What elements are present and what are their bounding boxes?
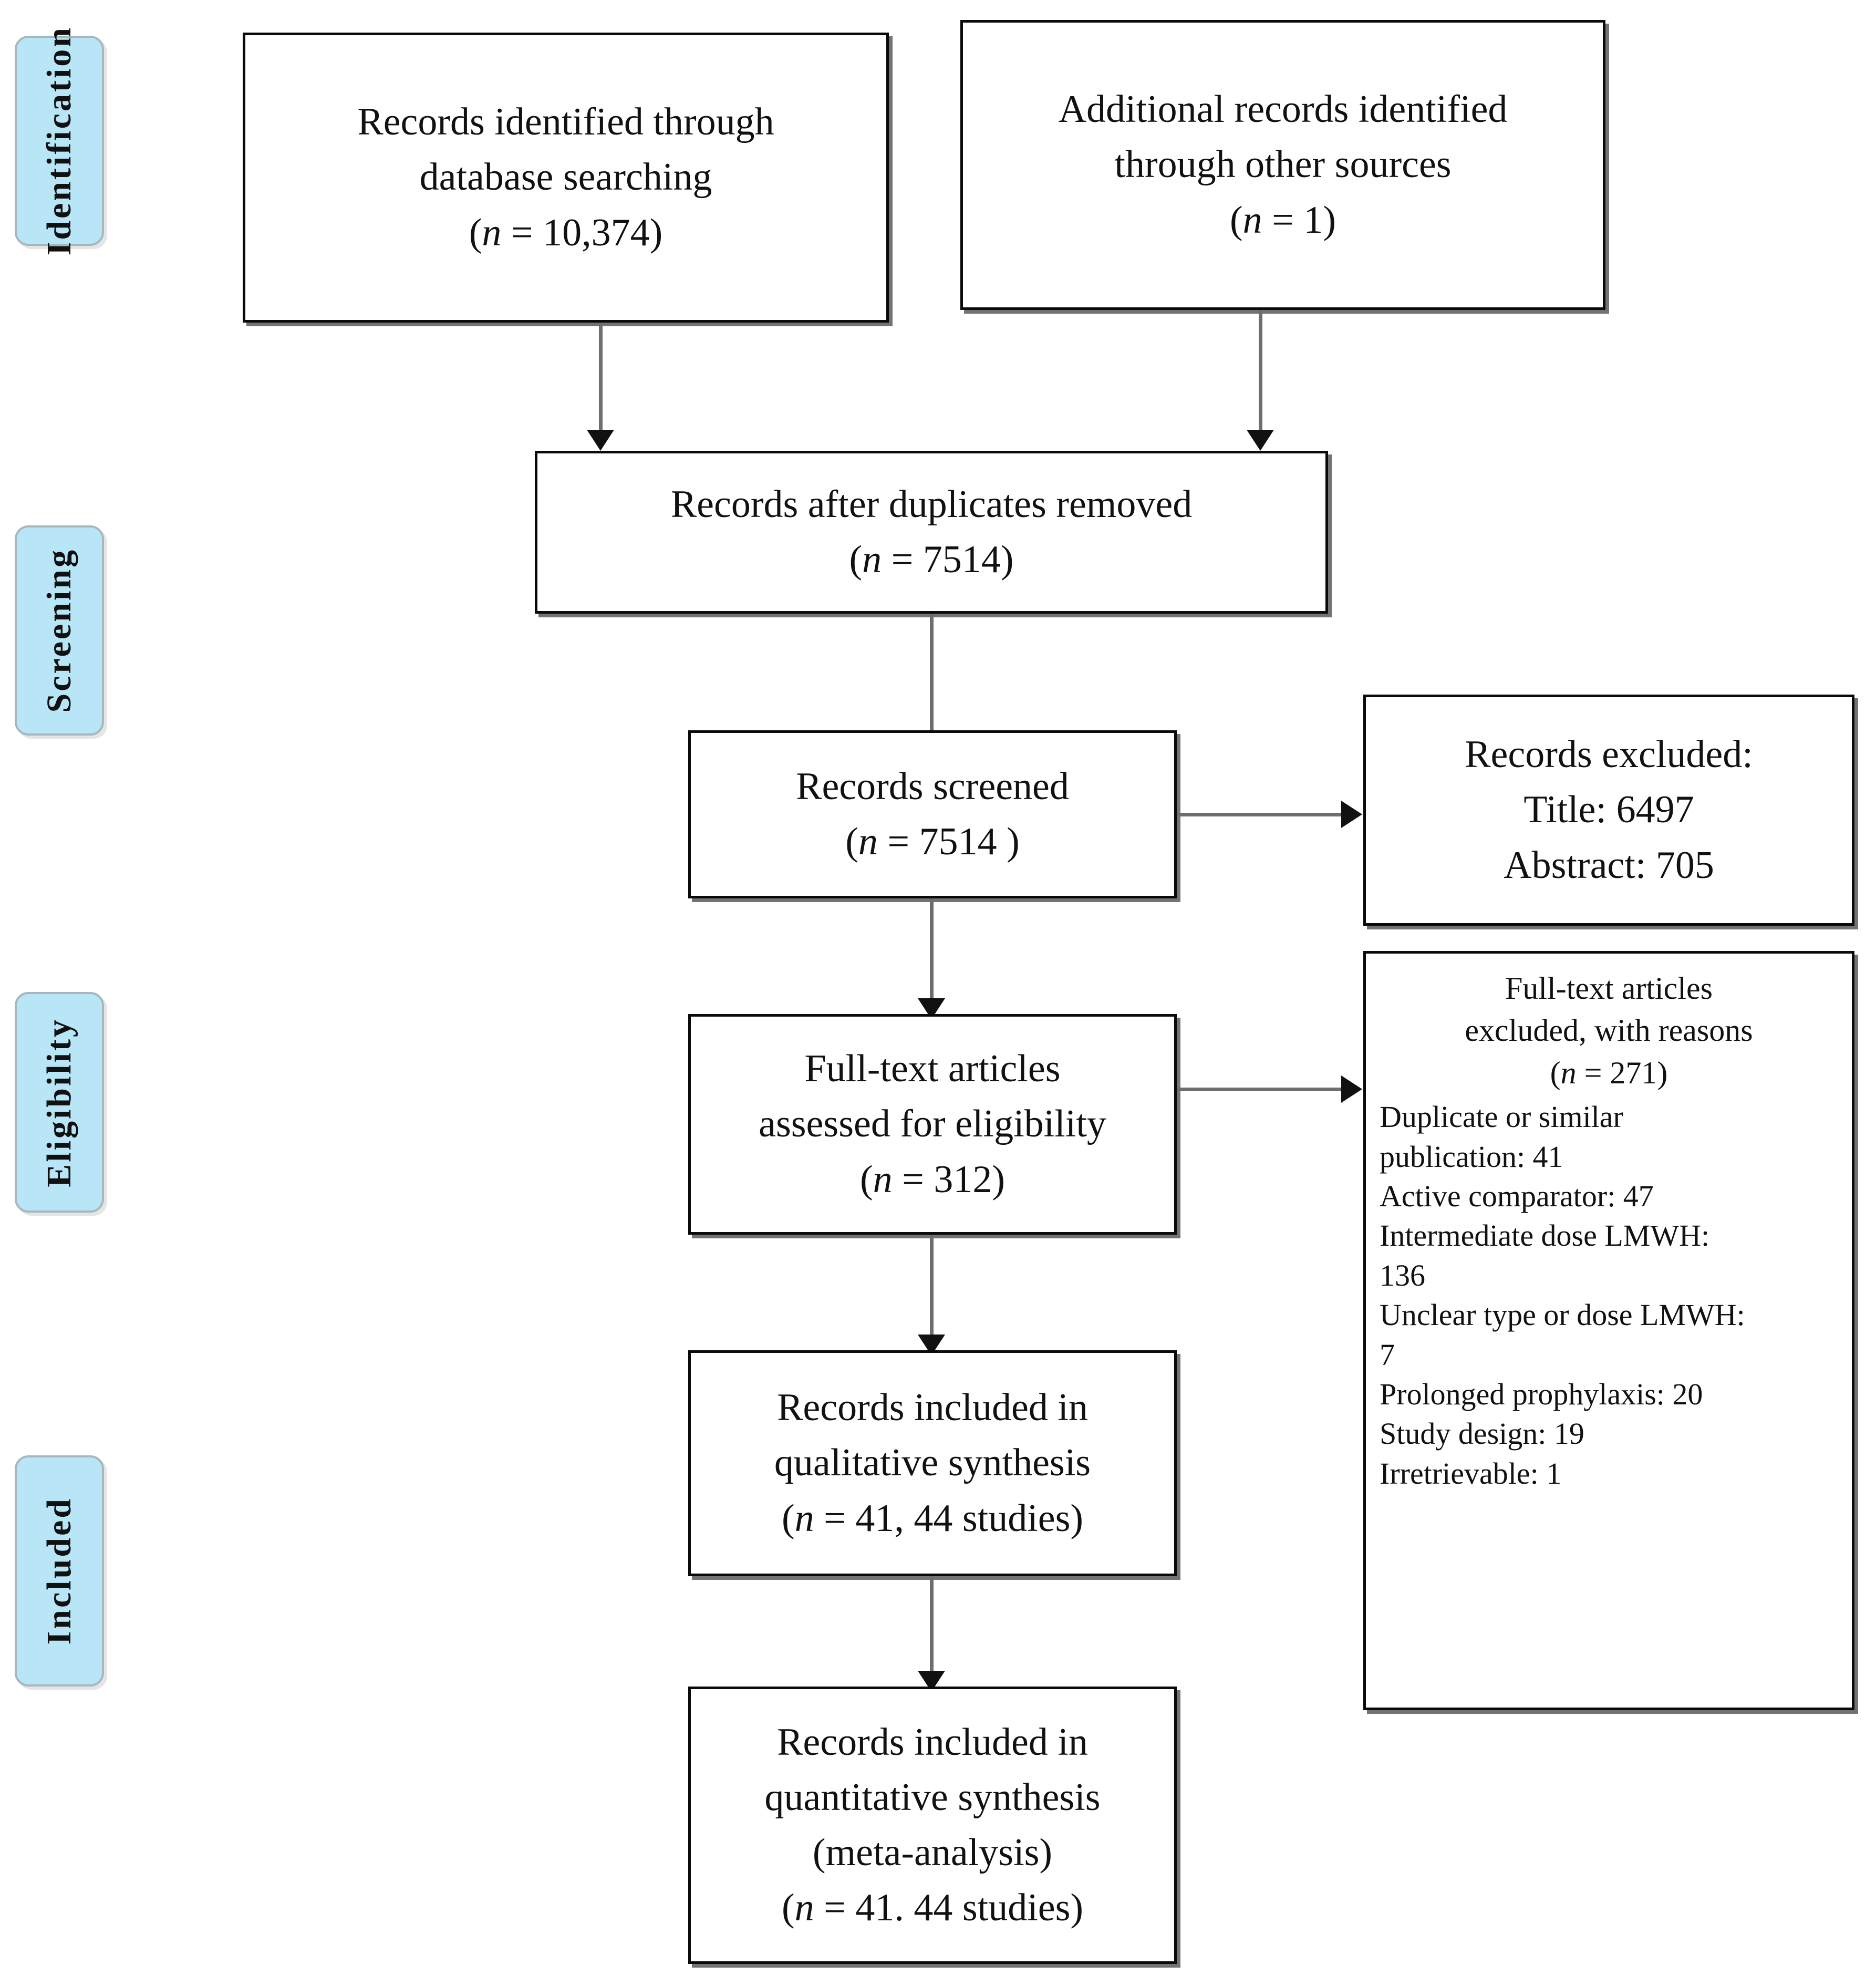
count-value: = 7514 ) — [877, 820, 1020, 863]
box-records-after-duplicates-removed: Records after duplicates removed (n = 75… — [535, 451, 1328, 614]
qualitative-synthesis-line1: Records included in — [777, 1386, 1088, 1430]
identified-other-line2: through other sources — [1114, 143, 1452, 187]
count-n-italic: n — [482, 211, 502, 254]
records-excluded-title-count: Title: 6497 — [1523, 788, 1694, 832]
box-records-identified-other: Additional records identified through ot… — [960, 20, 1605, 310]
arrowhead-identified-other-to-duplicates — [1247, 430, 1274, 451]
stage-pill-eligibility: Eligibility — [15, 992, 104, 1213]
duplicates-removed-line1: Records after duplicates removed — [670, 482, 1193, 526]
stage-pill-identification: Identification — [15, 26, 104, 256]
fulltext-assessed-line2: assessed for eligibility — [759, 1102, 1106, 1146]
identified-database-line1: Records identified through — [357, 100, 774, 144]
count-open-paren: ( — [849, 538, 863, 581]
fulltext-excluded-line1: Full-text articles — [1505, 971, 1713, 1006]
count-n-italic: n — [794, 1886, 814, 1930]
count-value: = 41, 44 studies) — [814, 1496, 1084, 1540]
arrowhead-fulltext-to-excluded-reasons — [1341, 1075, 1362, 1103]
exclusion-reason-item: Irretrievable: 1 — [1380, 1456, 1562, 1491]
count-open-paren: ( — [845, 820, 858, 863]
count-open-paren: ( — [469, 211, 482, 254]
count-value: = 271) — [1576, 1055, 1668, 1090]
connector-fulltext-to-excluded-reasons — [1177, 1088, 1345, 1091]
stage-label-eligibility: Eligibility — [40, 1017, 78, 1187]
fulltext-assessed-line1: Full-text articles — [804, 1047, 1061, 1091]
quantitative-synthesis-line2: quantitative synthesis — [764, 1775, 1101, 1819]
fulltext-excluded-count: (n = 271) — [1550, 1052, 1668, 1094]
count-n-italic: n — [1242, 198, 1262, 242]
box-fulltext-excluded-with-reasons: Full-text articles excluded, with reason… — [1363, 951, 1854, 1710]
count-value: = 41. 44 studies) — [814, 1886, 1084, 1930]
count-value: = 10,374) — [501, 211, 663, 254]
count-n-italic: n — [862, 538, 882, 581]
box-records-screened: Records screened (n = 7514 ) — [688, 730, 1177, 898]
exclusion-reason-item: 7 — [1380, 1337, 1395, 1372]
count-open-paren: ( — [1550, 1055, 1561, 1090]
arrowhead-screened-to-excluded — [1341, 801, 1362, 828]
identified-other-count: (n = 1) — [1230, 193, 1336, 248]
exclusion-reason-item: publication: 41 — [1380, 1139, 1563, 1174]
exclusion-reason-item: Intermediate dose LMWH: — [1380, 1218, 1710, 1253]
records-screened-line1: Records screened — [796, 764, 1069, 808]
quantitative-synthesis-line3: (meta-analysis) — [812, 1831, 1053, 1874]
connector-qualitative-to-quantitative — [930, 1576, 934, 1693]
exclusion-reason-item: Duplicate or similar — [1380, 1100, 1623, 1134]
connector-screened-to-excluded — [1177, 813, 1345, 816]
qualitative-synthesis-count: (n = 41, 44 studies) — [782, 1491, 1083, 1546]
quantitative-synthesis-line1: Records included in — [777, 1720, 1088, 1764]
count-n-italic: n — [873, 1157, 893, 1201]
exclusion-reason-item: 136 — [1380, 1258, 1425, 1292]
count-open-paren: ( — [859, 1157, 873, 1201]
exclusion-reason-item: Prolonged prophylaxis: 20 — [1380, 1377, 1703, 1411]
identified-other-line1: Additional records identified — [1058, 88, 1508, 131]
arrowhead-identified-database-to-duplicates — [587, 430, 614, 451]
duplicates-removed-count: (n = 7514) — [849, 532, 1013, 587]
count-open-paren: ( — [781, 1886, 795, 1930]
fulltext-excluded-line2: excluded, with reasons — [1465, 1013, 1753, 1048]
count-value: = 7514) — [882, 538, 1014, 581]
connector-screened-to-fulltext — [930, 898, 934, 1018]
stage-label-included: Included — [40, 1497, 78, 1645]
connector-identified-database-to-duplicates — [599, 323, 603, 433]
box-fulltext-assessed: Full-text articles assessed for eligibil… — [688, 1014, 1177, 1235]
quantitative-synthesis-count: (n = 41. 44 studies) — [782, 1880, 1083, 1936]
count-open-paren: ( — [781, 1496, 795, 1540]
box-qualitative-synthesis: Records included in qualitative synthesi… — [688, 1350, 1177, 1576]
connector-identified-other-to-duplicates — [1259, 310, 1262, 433]
exclusion-reason-item: Study design: 19 — [1380, 1416, 1584, 1451]
identified-database-count: (n = 10,374) — [469, 205, 663, 261]
stage-pill-included: Included — [15, 1455, 104, 1687]
connector-duplicates-to-screened — [930, 614, 934, 736]
connector-fulltext-to-qualitative — [930, 1235, 934, 1357]
stage-label-identification: Identification — [40, 26, 78, 256]
qualitative-synthesis-line2: qualitative synthesis — [774, 1441, 1091, 1485]
records-screened-count: (n = 7514 ) — [845, 814, 1020, 870]
fulltext-assessed-count: (n = 312) — [860, 1152, 1005, 1207]
count-value: = 312) — [892, 1157, 1006, 1201]
identified-database-line2: database searching — [419, 156, 712, 199]
box-records-identified-database: Records identified through database sear… — [243, 33, 889, 323]
count-n-italic: n — [794, 1496, 814, 1540]
count-n-italic: n — [858, 820, 878, 863]
stage-pill-screening: Screening — [15, 525, 104, 736]
exclusion-reason-list: Duplicate or similar publication: 41 Act… — [1380, 1097, 1838, 1493]
exclusion-reason-item: Unclear type or dose LMWH: — [1380, 1298, 1745, 1332]
box-quantitative-synthesis: Records included in quantitative synthes… — [688, 1687, 1177, 1964]
count-value: = 1) — [1262, 198, 1336, 242]
box-records-excluded: Records excluded: Title: 6497 Abstract: … — [1363, 695, 1854, 926]
count-open-paren: ( — [1229, 198, 1243, 242]
exclusion-reason-item: Active comparator: 47 — [1380, 1178, 1654, 1213]
records-excluded-abstract-count: Abstract: 705 — [1504, 843, 1714, 887]
records-excluded-line1: Records excluded: — [1465, 733, 1753, 777]
count-n-italic: n — [1560, 1055, 1577, 1090]
stage-label-screening: Screening — [40, 548, 78, 713]
